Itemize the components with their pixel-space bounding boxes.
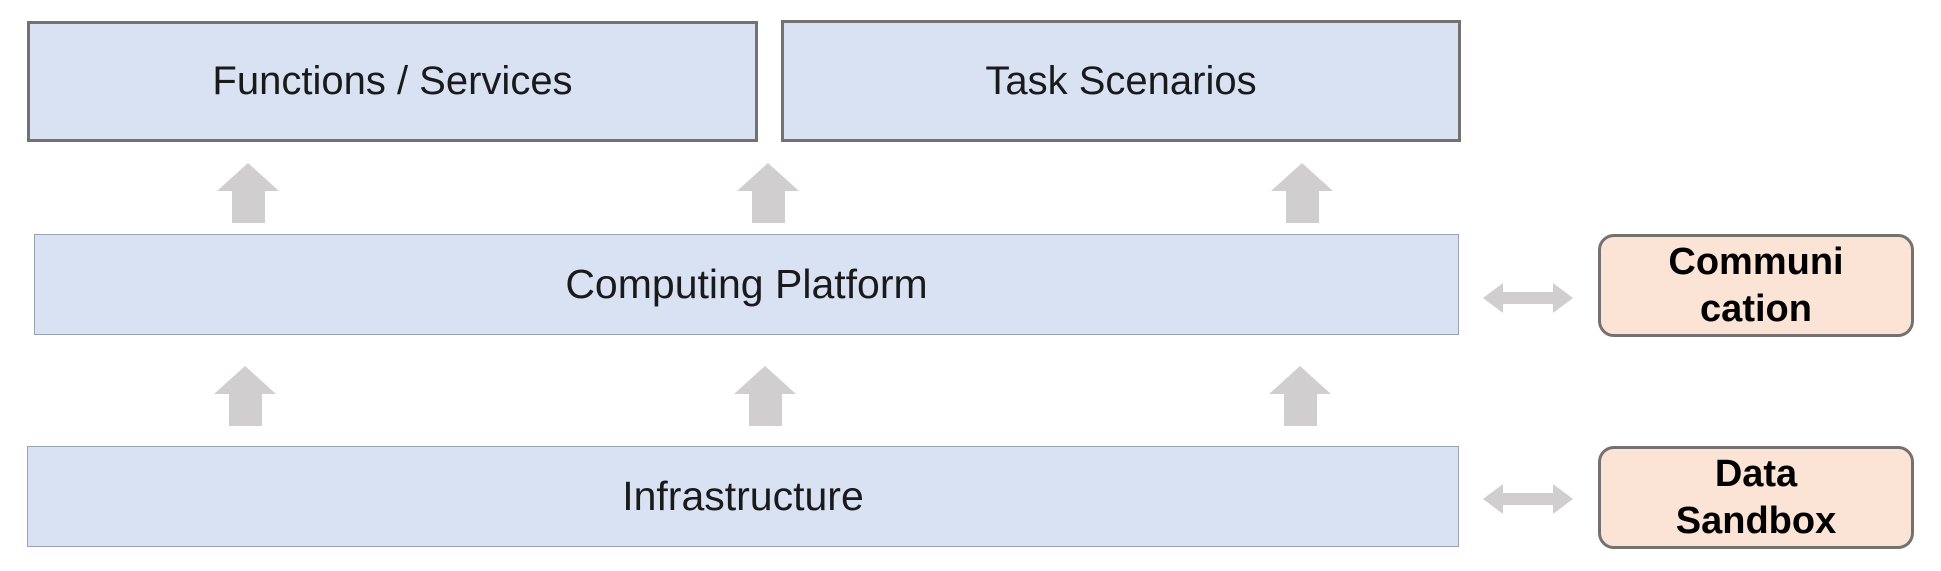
- up-arrow-task-scenarios: [1271, 163, 1333, 223]
- data-sandbox-box: Data Sandbox: [1598, 446, 1914, 549]
- functions-services-box: Functions / Services: [27, 21, 758, 142]
- data-sandbox-label-line-1: Data: [1714, 452, 1798, 495]
- up-arrow-functions-right: [737, 163, 799, 223]
- infrastructure-label: Infrastructure: [622, 473, 864, 519]
- functions-services-label: Functions / Services: [212, 59, 573, 103]
- task-scenarios-label: Task Scenarios: [985, 58, 1257, 103]
- up-arrow-infra-middle: [734, 366, 796, 426]
- infrastructure-box: Infrastructure: [27, 446, 1459, 547]
- computing-platform-box: Computing Platform: [34, 234, 1459, 335]
- data-sandbox-label-line-2: Sandbox: [1675, 499, 1837, 542]
- double-arrow-communication: [1483, 283, 1573, 313]
- up-arrow-infra-right: [1269, 366, 1331, 426]
- communication-label-line-1: Communi: [1668, 240, 1844, 283]
- task-scenarios-box: Task Scenarios: [781, 20, 1461, 142]
- computing-platform-label: Computing Platform: [565, 261, 928, 307]
- communication-box: Communi cation: [1598, 234, 1914, 337]
- up-arrow-functions-left: [217, 163, 279, 223]
- double-arrow-data-sandbox: [1483, 484, 1573, 514]
- up-arrow-infra-left: [214, 366, 276, 426]
- communication-label-line-2: cation: [1700, 287, 1812, 330]
